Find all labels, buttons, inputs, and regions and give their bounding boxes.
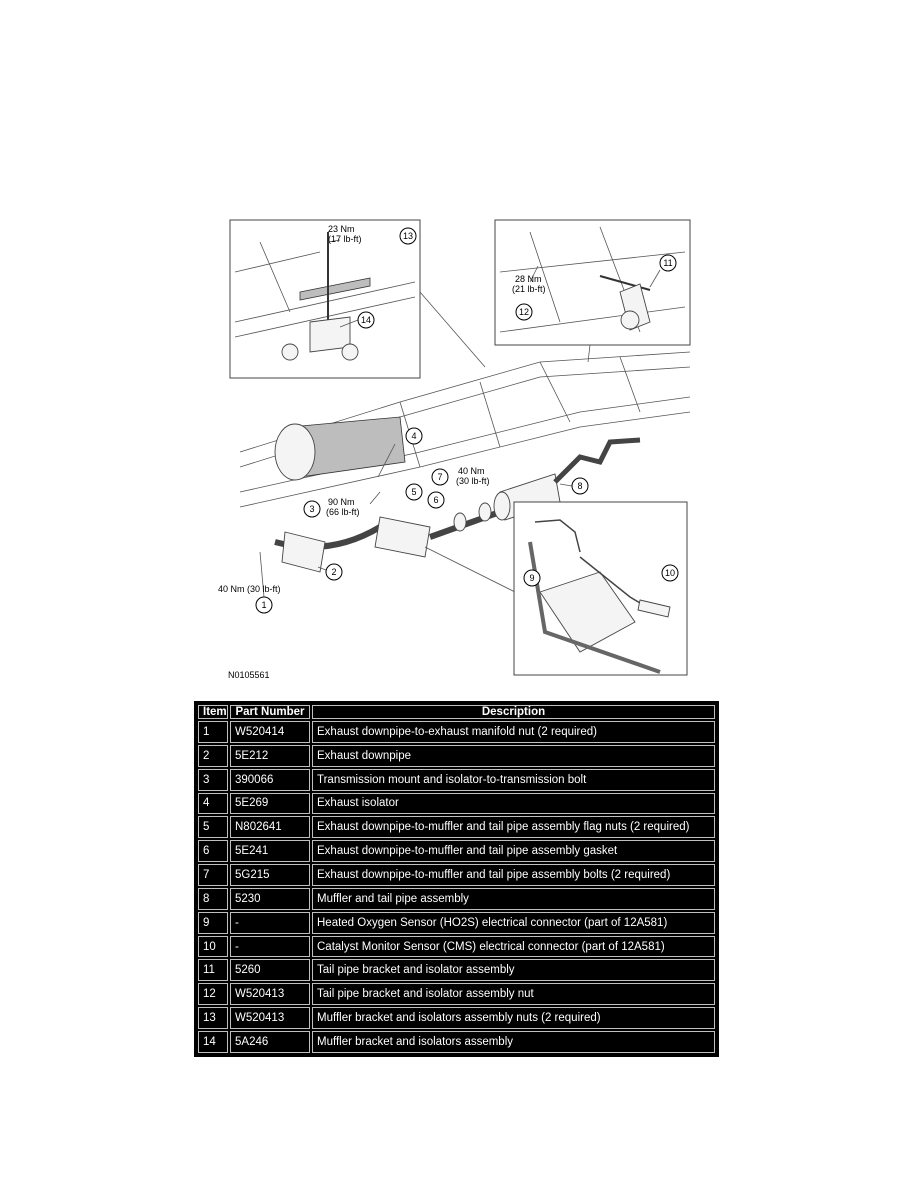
cell-description: Tail pipe bracket and isolator assembly (312, 959, 715, 982)
cell-description: Muffler bracket and isolators assembly (312, 1030, 715, 1053)
cell-item: 12 (198, 983, 228, 1006)
cell-part-number: 390066 (230, 768, 310, 791)
cell-part-number: 5A246 (230, 1030, 310, 1053)
cell-item: 1 (198, 721, 228, 743)
cell-part-number: W520413 (230, 983, 310, 1006)
callout-9: 9 (529, 573, 534, 583)
cell-description: Exhaust downpipe (312, 744, 715, 767)
cell-item: 4 (198, 792, 228, 815)
inset-muffler-bracket (229, 219, 421, 379)
cell-item: 6 (198, 840, 228, 863)
torque-13-nm: 23 Nm (328, 224, 355, 234)
cell-description: Catalyst Monitor Sensor (CMS) electrical… (312, 935, 715, 958)
table-header-row: Item Part Number Description (198, 705, 715, 719)
cell-part-number: 5260 (230, 959, 310, 982)
torque-12-lbft: (21 lb-ft) (512, 284, 546, 294)
cell-part-number: - (230, 935, 310, 958)
cell-part-number: - (230, 911, 310, 934)
callout-14: 14 (361, 315, 371, 325)
torque-3-nm: 90 Nm (328, 497, 355, 507)
header-description: Description (312, 705, 715, 719)
torque-3-lbft: (66 lb-ft) (326, 507, 360, 517)
torque-13-lbft: (17 lb-ft) (328, 234, 362, 244)
torque-7-nm: 40 Nm (458, 466, 485, 476)
cell-description: Muffler bracket and isolators assembly n… (312, 1007, 715, 1029)
table-row: 10-Catalyst Monitor Sensor (CMS) electri… (198, 935, 715, 958)
inset-tailpipe-bracket (494, 219, 691, 346)
cell-part-number: N802641 (230, 816, 310, 839)
cell-item: 8 (198, 887, 228, 910)
cell-item: 3 (198, 768, 228, 791)
cell-item: 9 (198, 911, 228, 934)
cell-part-number: 5230 (230, 887, 310, 910)
callout-7: 7 (437, 472, 442, 482)
torque-12-nm: 28 Nm (515, 274, 542, 284)
cell-item: 14 (198, 1030, 228, 1053)
cell-description: Tail pipe bracket and isolator assembly … (312, 983, 715, 1006)
cell-item: 7 (198, 864, 228, 886)
cell-item: 2 (198, 744, 228, 767)
cell-description: Exhaust downpipe-to-exhaust manifold nut… (312, 721, 715, 743)
torque-1: 40 Nm (30 lb-ft) (218, 584, 281, 594)
callout-8: 8 (577, 481, 582, 491)
callout-3: 3 (309, 504, 314, 514)
cell-item: 11 (198, 959, 228, 982)
cell-description: Exhaust downpipe-to-muffler and tail pip… (312, 840, 715, 863)
table-row: 9-Heated Oxygen Sensor (HO2S) electrical… (198, 911, 715, 934)
cell-description: Exhaust isolator (312, 792, 715, 815)
cell-item: 10 (198, 935, 228, 958)
cell-part-number: W520413 (230, 1007, 310, 1029)
cell-part-number: 5E212 (230, 744, 310, 767)
callout-4: 4 (411, 431, 416, 441)
callout-13: 13 (403, 231, 413, 241)
diagram-svg: 23 Nm (17 lb-ft) 13 14 28 Nm (21 lb-ft) … (218, 219, 691, 680)
cell-part-number: 5E241 (230, 840, 310, 863)
callout-1: 1 (261, 600, 266, 610)
cell-description: Exhaust downpipe-to-muffler and tail pip… (312, 864, 715, 886)
callout-2: 2 (331, 567, 336, 577)
cell-part-number: 5E269 (230, 792, 310, 815)
figure-code: N0105561 (228, 670, 270, 680)
cell-item: 13 (198, 1007, 228, 1029)
cell-description: Heated Oxygen Sensor (HO2S) electrical c… (312, 911, 715, 934)
callout-12: 12 (519, 307, 529, 317)
cell-item: 5 (198, 816, 228, 839)
callout-6: 6 (433, 495, 438, 505)
header-part-number: Part Number (230, 705, 310, 719)
callout-11: 11 (663, 258, 672, 268)
cell-description: Muffler and tail pipe assembly (312, 887, 715, 910)
cell-description: Transmission mount and isolator-to-trans… (312, 768, 715, 791)
cell-part-number: 5G215 (230, 864, 310, 886)
callout-10: 10 (665, 568, 675, 578)
torque-7-lbft: (30 lb-ft) (456, 476, 490, 486)
callout-5: 5 (411, 487, 416, 497)
cell-part-number: W520414 (230, 721, 310, 743)
cell-description: Exhaust downpipe-to-muffler and tail pip… (312, 816, 715, 839)
header-item: Item (198, 705, 228, 719)
exhaust-system-diagram: 23 Nm (17 lb-ft) 13 14 28 Nm (21 lb-ft) … (200, 212, 720, 692)
